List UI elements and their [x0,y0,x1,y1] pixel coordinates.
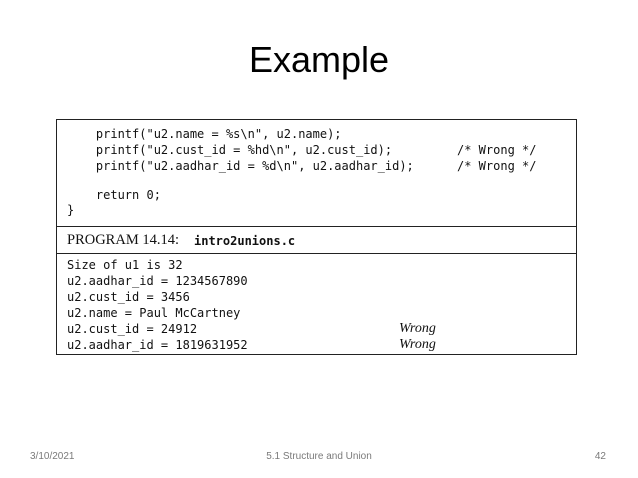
code-line: } [67,203,75,217]
program-caption: PROGRAM 14.14: intro2unions.c [57,227,576,254]
code-line: return 0; [67,188,161,202]
footer-date: 3/10/2021 [30,451,75,462]
code-line: printf("u2.aadhar_id = %d\n", u2.aadhar_… [67,159,414,173]
code-comment: /* Wrong */ [457,143,537,157]
output-line: Size of u1 is 32 [67,258,183,272]
program-file-name: intro2unions.c [194,234,296,248]
output-line: u2.aadhar_id = 1819631952 [67,338,248,352]
program-label: PROGRAM 14.14: [67,232,179,248]
code-listing: printf("u2.name = %s\n", u2.name); print… [57,120,576,227]
code-comment: /* Wrong */ [457,159,537,173]
program-output: Size of u1 is 32 u2.aadhar_id = 12345678… [57,254,576,354]
output-line: u2.cust_id = 3456 [67,290,190,304]
output-note: Wrong [399,321,436,336]
footer-title: 5.1 Structure and Union [266,451,372,462]
output-line: u2.cust_id = 24912 [67,322,198,336]
output-line: u2.aadhar_id = 1234567890 [67,274,248,288]
output-line: u2.name = Paul McCartney [67,306,241,320]
footer-page-number: 42 [594,451,606,462]
code-line: printf("u2.name = %s\n", u2.name); [67,127,342,141]
output-note: Wrong [399,337,436,352]
slide-title: Example [248,39,390,80]
program-figure: printf("u2.name = %s\n", u2.name); print… [56,119,577,355]
code-line: printf("u2.cust_id = %hd\n", u2.cust_id)… [67,143,393,157]
